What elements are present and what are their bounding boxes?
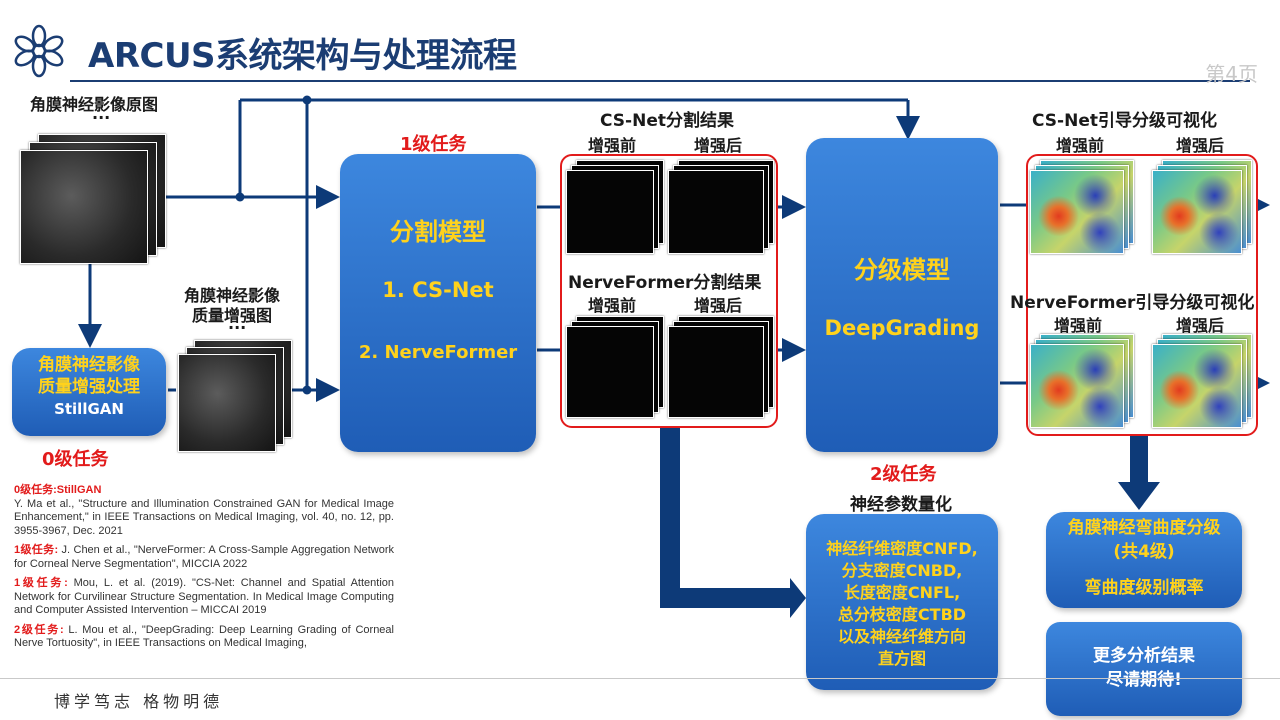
enhanced-image-label-1: 角膜神经影像 <box>184 286 281 305</box>
footer-motto: 博学笃志 格物明德 <box>54 692 224 711</box>
csnet-vis-after-label: 增强后 <box>1176 136 1225 155</box>
grading-model-title: 分级模型 <box>854 256 950 284</box>
page-title: ARCUS系统架构与处理流程 <box>88 36 517 76</box>
stillgan-line1: 角膜神经影像 <box>38 355 140 375</box>
csnet-vis-after-stack <box>1152 160 1252 254</box>
level1-label: 1级任务 <box>400 134 467 155</box>
csnet-vis-title: CS-Net引导分级可视化 <box>1032 111 1217 131</box>
enhanced-image-label-2: 质量增强图 <box>192 306 273 325</box>
csnet-after-label: 增强后 <box>694 136 743 155</box>
stillgan-box[interactable]: 角膜神经影像 质量增强处理 StillGAN <box>12 348 166 436</box>
csnet-vis-before-label: 增强前 <box>1056 136 1105 155</box>
nerveformer-vis-after-stack <box>1152 334 1252 428</box>
stillgan-model: StillGAN <box>54 400 124 418</box>
enhanced-image-stack <box>178 340 292 452</box>
nerveformer-after-label: 增强后 <box>694 296 743 315</box>
reference-item: 2级任务: L. Mou et al., "DeepGrading: Deep … <box>14 623 394 650</box>
raw-image-dots: ··· <box>92 108 111 127</box>
nerveformer-results-title: NerveFormer分割结果 <box>568 273 762 293</box>
quant-line-1: 神经纤维密度CNFD, <box>826 539 978 558</box>
csnet-vis-before-stack <box>1030 160 1134 254</box>
more-line1: 更多分析结果 <box>1093 646 1195 666</box>
reference-item: 1级任务: J. Chen et al., "NerveFormer: A Cr… <box>14 544 395 570</box>
tortuosity-line1: 角膜神经弯曲度分级 <box>1067 518 1221 538</box>
quant-line-5: 以及神经纤维方向 <box>837 627 966 646</box>
tortuosity-box[interactable]: 角膜神经弯曲度分级 (共4级) 弯曲度级别概率 <box>1046 512 1242 608</box>
enhanced-image-dots: ··· <box>228 318 247 337</box>
quant-heading: 神经参数量化 <box>850 495 952 515</box>
nerveformer-after-stack <box>668 316 774 418</box>
nerveformer-vis-title: NerveFormer引导分级可视化 <box>1010 293 1255 313</box>
quantification-box[interactable]: 神经纤维密度CNFD, 分支密度CNBD, 长度密度CNFL, 总分枝密度CTB… <box>806 514 998 690</box>
tortuosity-line2: (共4级) <box>1113 542 1175 562</box>
footer-divider <box>0 678 1280 679</box>
level2-label: 2级任务 <box>870 464 937 485</box>
grading-model-box[interactable]: 分级模型 DeepGrading <box>806 138 998 452</box>
nerveformer-vis-before-label: 增强前 <box>1054 316 1103 335</box>
tortuosity-line3: 弯曲度级别概率 <box>1084 578 1204 598</box>
grading-model-name: DeepGrading <box>824 316 980 340</box>
nerveformer-before-label: 增强前 <box>588 296 637 315</box>
raw-image-label: 角膜神经影像原图 <box>30 95 159 114</box>
raw-image-stack <box>20 134 168 264</box>
more-line2: 尽请期待! <box>1106 670 1182 690</box>
more-results-box[interactable]: 更多分析结果 尽请期待! <box>1046 622 1242 716</box>
csnet-results-title: CS-Net分割结果 <box>600 111 734 131</box>
stillgan-line2: 质量增强处理 <box>38 377 140 397</box>
seg-model-item1: 1. CS-Net <box>382 278 494 302</box>
nerveformer-before-stack <box>566 316 664 418</box>
logo-icon <box>12 24 66 78</box>
level0-label: 0级任务 <box>42 449 109 470</box>
csnet-after-stack <box>668 160 774 254</box>
nerveformer-vis-before-stack <box>1030 334 1134 428</box>
csnet-before-stack <box>566 160 664 254</box>
quant-line-6: 直方图 <box>877 649 926 668</box>
quant-line-2: 分支密度CNBD, <box>841 561 963 580</box>
page-number: 第4页 <box>1205 62 1258 86</box>
csnet-before-label: 增强前 <box>588 136 637 155</box>
seg-model-item2: 2. NerveFormer <box>358 342 518 363</box>
quant-line-3: 长度密度CNFL, <box>843 583 961 602</box>
nerveformer-vis-after-label: 增强后 <box>1176 316 1225 335</box>
title-divider <box>70 80 1250 82</box>
segmentation-model-box[interactable]: 分割模型 1. CS-Net 2. NerveFormer <box>340 154 536 452</box>
reference-item: 1级任务: Mou, L. et al. (2019). "CS-Net: Ch… <box>14 577 395 616</box>
quant-line-4: 总分枝密度CTBD <box>837 605 967 624</box>
seg-model-title: 分割模型 <box>390 218 486 246</box>
